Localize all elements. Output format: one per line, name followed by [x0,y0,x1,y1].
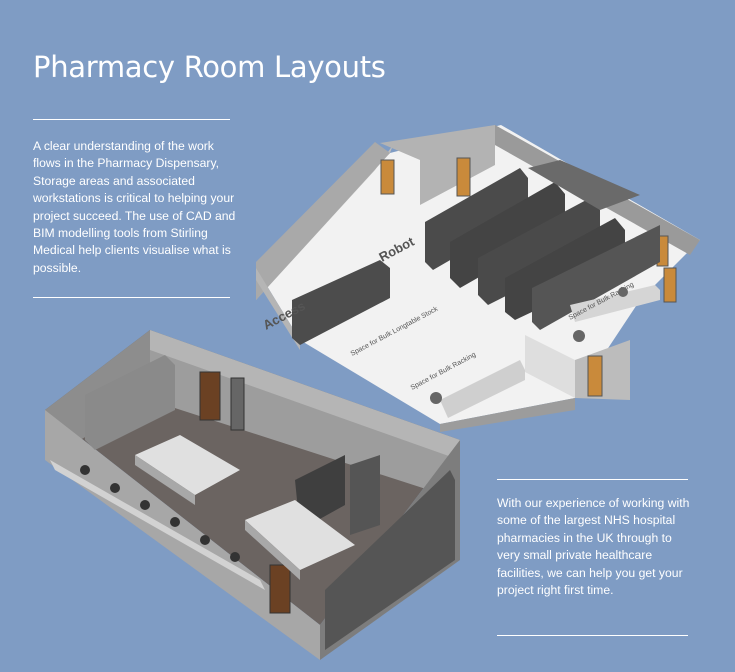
intro-divider [33,297,230,298]
back-wall-right [380,125,495,205]
front-counter [440,360,525,418]
workbench-2 [245,500,355,570]
door-5 [587,355,603,397]
door-front [269,564,291,614]
back-wall-left [256,142,390,300]
door-4 [663,267,677,303]
title-divider [33,119,230,120]
door-2 [456,157,471,197]
shelf-row-5 [532,225,660,330]
workbench-1 [135,435,240,495]
back-shelving [85,355,175,450]
front-wall [45,410,320,660]
door-back [199,371,221,421]
experience-divider-top [497,479,688,480]
dispensing-counter [570,285,660,322]
front-wall [440,398,575,432]
experience-divider-bottom [497,635,688,636]
perimeter-desk [50,460,265,590]
robot-cabinet [292,260,390,345]
intro-paragraph: A clear understanding of the work flows … [33,139,236,275]
door-1 [380,159,395,195]
wall-racking [325,470,455,650]
page-title: Pharmacy Room Layouts [33,50,386,84]
experience-paragraph: With our experience of working with some… [497,496,690,598]
